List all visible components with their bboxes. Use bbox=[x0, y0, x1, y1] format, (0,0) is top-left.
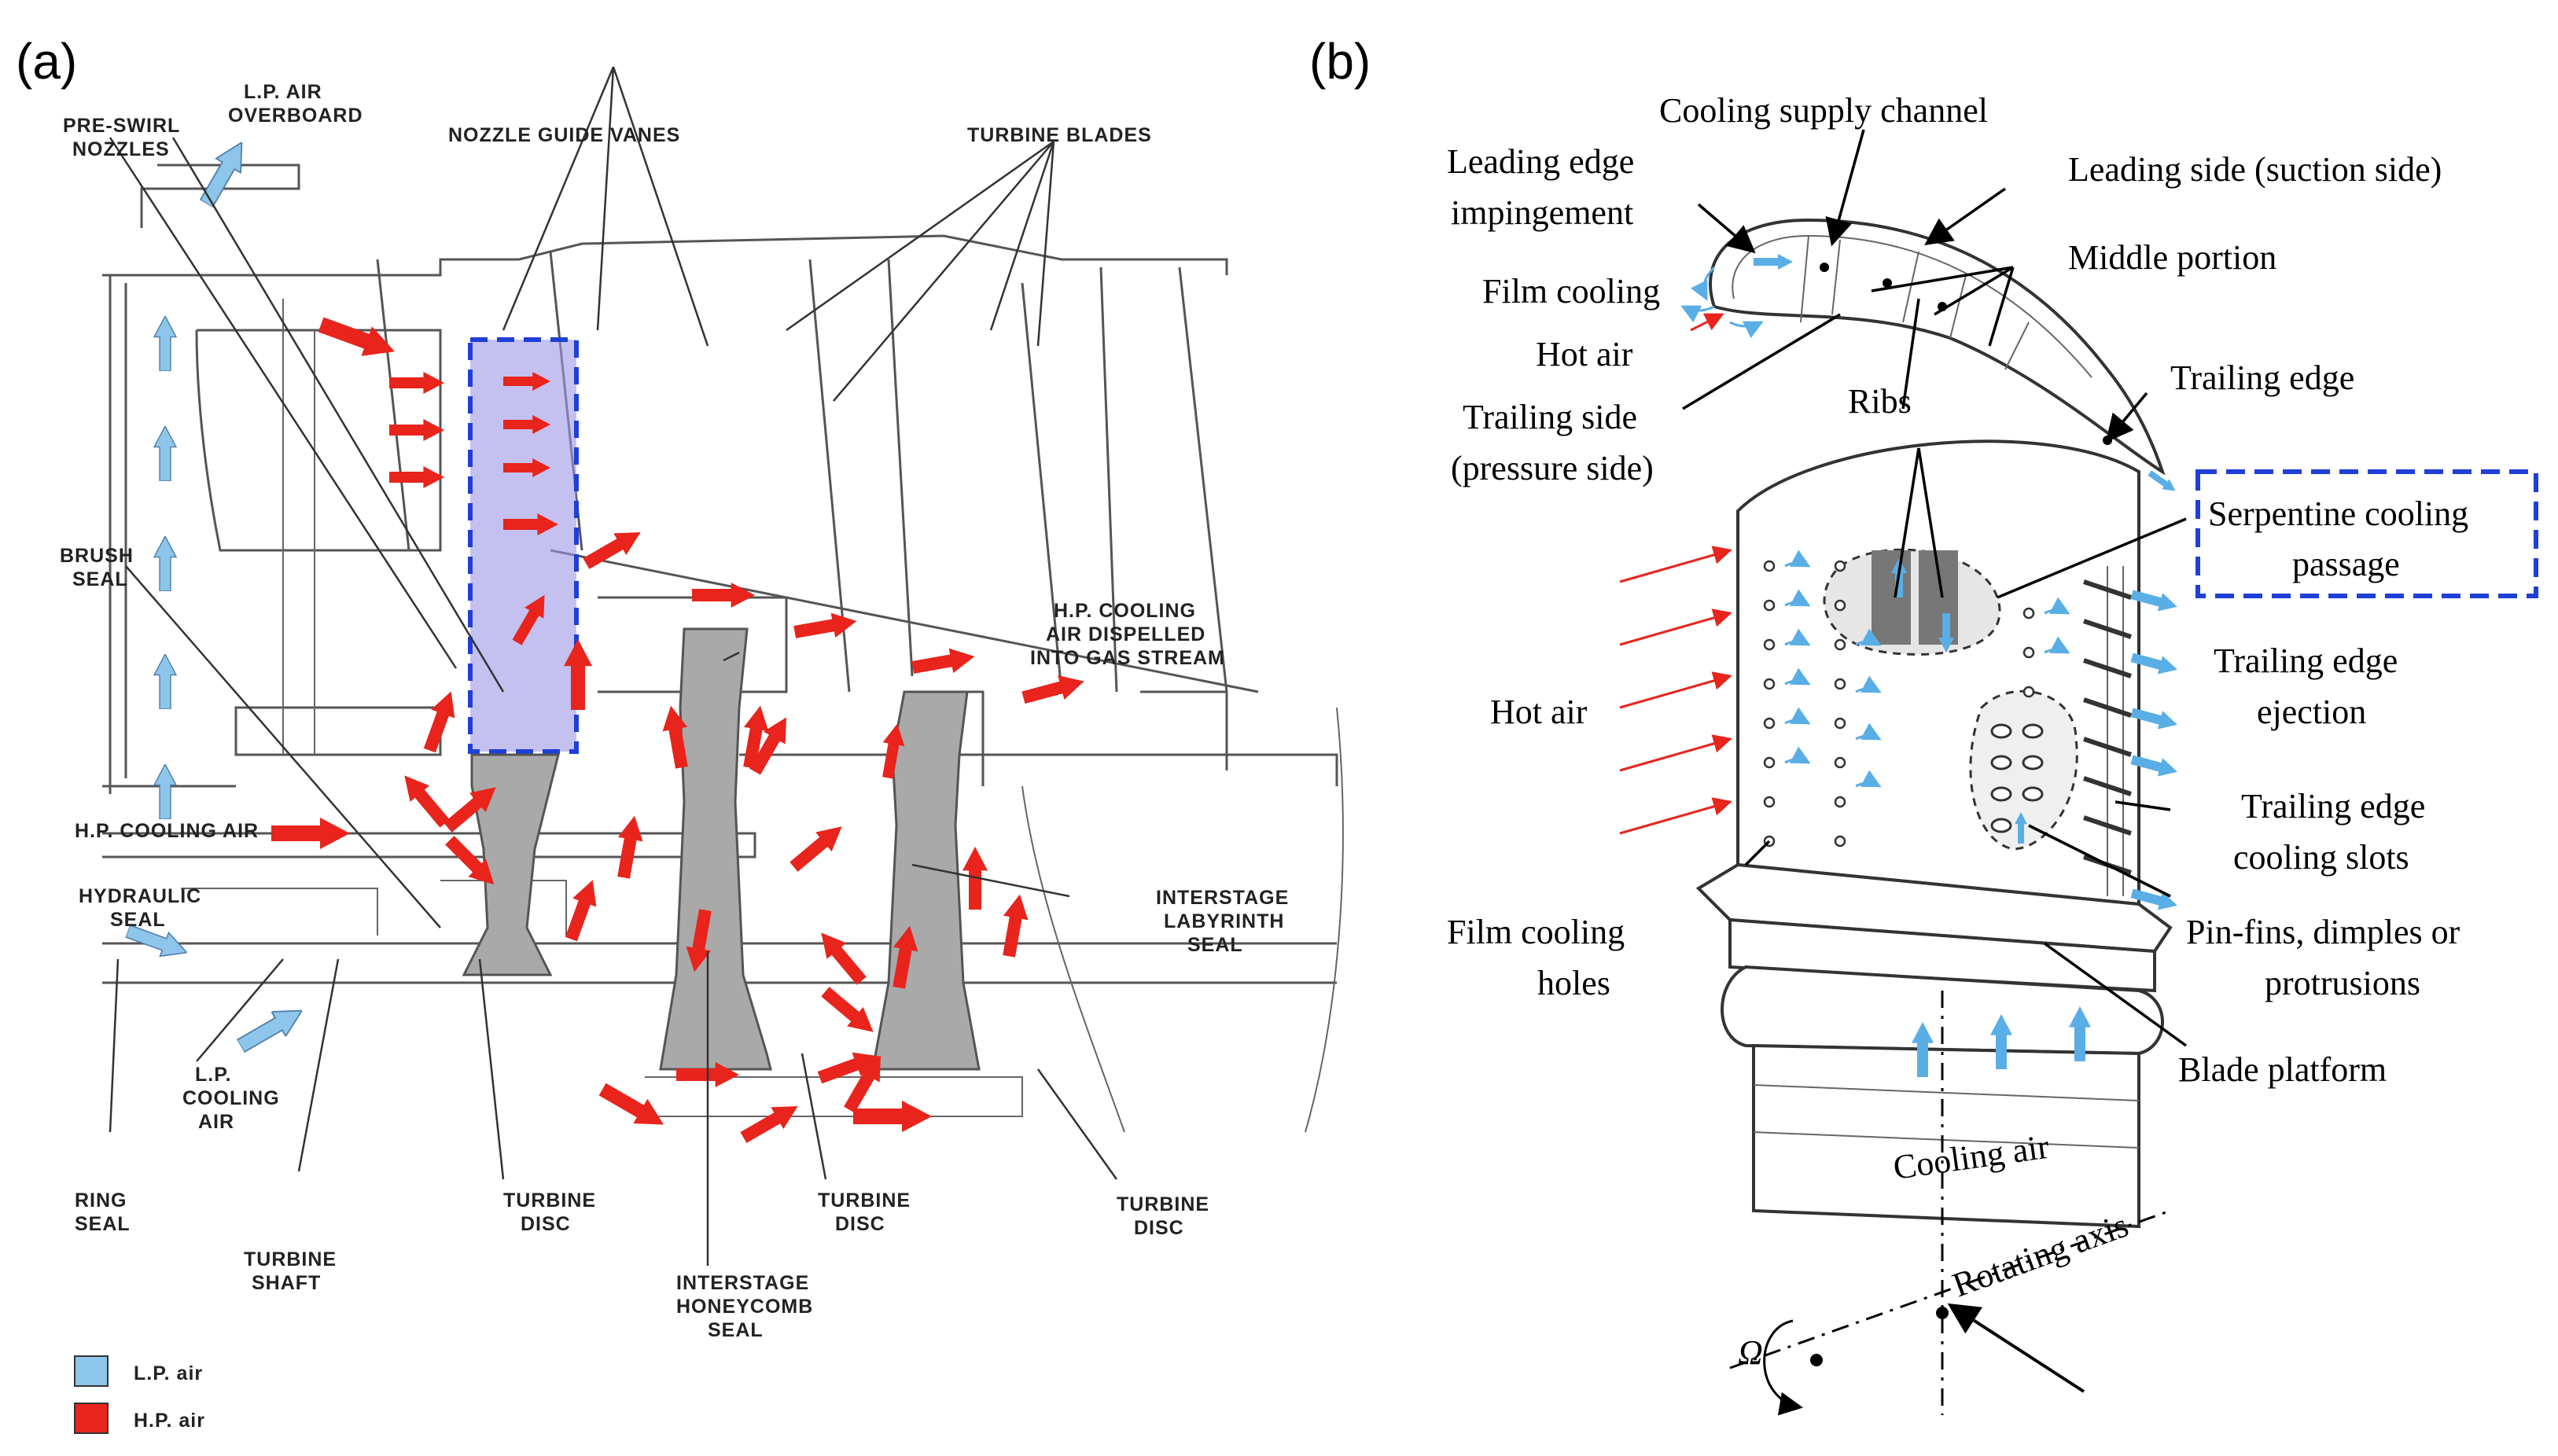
label-te-ejection-1: Trailing edge bbox=[2214, 642, 2398, 680]
label-ring-seal-1: RING bbox=[75, 1189, 127, 1211]
label-ring-seal-2: SEAL bbox=[75, 1213, 131, 1235]
label-hot-air-top: Hot air bbox=[1536, 335, 1633, 373]
label-honeycomb-3: SEAL bbox=[708, 1319, 764, 1341]
label-lp-air-overboard-2: OVERBOARD bbox=[228, 105, 363, 127]
label-pin-fins-2: protrusions bbox=[2265, 964, 2420, 1002]
label-blade-platform: Blade platform bbox=[2178, 1050, 2387, 1089]
label-pin-fins-1: Pin-fins, dimples or bbox=[2186, 913, 2460, 951]
label-hp-dispelled-1: H.P. COOLING bbox=[1054, 600, 1196, 622]
label-hp-cooling-air: H.P. COOLING AIR bbox=[75, 820, 259, 842]
label-film-holes-1: Film cooling bbox=[1447, 913, 1625, 951]
label-brush-seal-2: SEAL bbox=[72, 568, 128, 590]
panel-a-tag: (a) bbox=[16, 33, 77, 90]
label-lp-cooling-1: L.P. bbox=[195, 1064, 232, 1086]
label-interstage-labyrinth-2: LABYRINTH bbox=[1164, 910, 1284, 932]
label-hp-dispelled-3: INTO GAS STREAM bbox=[1030, 647, 1225, 669]
label-nozzle-guide-vanes: NOZZLE GUIDE VANES bbox=[448, 124, 680, 146]
label-hot-air-side: Hot air bbox=[1490, 693, 1588, 731]
label-le-impingement-2: impingement bbox=[1451, 193, 1633, 232]
coolant-lines bbox=[1680, 266, 2070, 788]
label-turbine-disc-1b: DISC bbox=[521, 1213, 571, 1235]
blade-platform-root bbox=[1695, 862, 2173, 1229]
label-turbine-disc-1a: TURBINE bbox=[503, 1189, 596, 1211]
label-interstage-labyrinth-3: SEAL bbox=[1187, 934, 1243, 956]
legend: L.P. air H.P. air bbox=[74, 1355, 205, 1434]
rotating-axis bbox=[1729, 991, 2171, 1416]
label-honeycomb-1: INTERSTAGE bbox=[676, 1272, 809, 1294]
label-film-holes-2: holes bbox=[1537, 964, 1610, 1002]
legend-swatch-lp bbox=[74, 1355, 109, 1387]
hot-air-lines bbox=[1619, 313, 1732, 835]
label-omega: Ω bbox=[1738, 1333, 1763, 1372]
legend-label-hp: H.P. air bbox=[134, 1410, 205, 1432]
label-turbine-disc-3b: DISC bbox=[1134, 1217, 1184, 1239]
label-lp-cooling-2: COOLING bbox=[182, 1087, 280, 1109]
label-turbine-shaft-2: SHAFT bbox=[252, 1272, 321, 1294]
label-hydraulic-seal-2: SEAL bbox=[110, 909, 166, 931]
label-serpentine-1: Serpentine cooling bbox=[2208, 495, 2468, 533]
legend-swatch-hp bbox=[74, 1403, 109, 1434]
serpentine-callout-box bbox=[2195, 469, 2538, 598]
blade-body bbox=[1736, 439, 2140, 906]
label-le-impingement-1: Leading edge bbox=[1447, 142, 1634, 181]
panel-b-tag: (b) bbox=[1309, 33, 1371, 90]
panel-a: (a) bbox=[16, 33, 1344, 1434]
label-hp-dispelled-2: AIR DISPELLED bbox=[1046, 623, 1205, 645]
label-te-slots-1: Trailing edge bbox=[2241, 787, 2425, 825]
label-honeycomb-2: HONEYCOMB bbox=[676, 1296, 813, 1318]
turbine-disc-1-shape bbox=[462, 753, 560, 976]
panel-a-leaders bbox=[109, 66, 1118, 1266]
label-ribs: Ribs bbox=[1848, 382, 1912, 421]
label-turbine-disc-3a: TURBINE bbox=[1117, 1193, 1209, 1215]
label-film-cooling-top: Film cooling bbox=[1482, 272, 1660, 311]
label-trailing-edge: Trailing edge bbox=[2170, 358, 2354, 397]
legend-label-lp: L.P. air bbox=[134, 1362, 203, 1384]
label-brush-seal-1: BRUSH bbox=[60, 545, 134, 567]
panel-a-labels: L.P. AIR OVERBOARD PRE-SWIRL NOZZLES NOZ… bbox=[60, 81, 1289, 1341]
ngv-highlight-region bbox=[468, 337, 579, 754]
label-pre-swirl-1: PRE-SWIRL bbox=[63, 115, 180, 137]
label-turbine-disc-2b: DISC bbox=[835, 1213, 885, 1235]
label-turbine-blades: TURBINE BLADES bbox=[967, 124, 1152, 146]
airfoil-section bbox=[1709, 218, 2166, 476]
label-lp-air-overboard-1: L.P. AIR bbox=[244, 81, 322, 103]
label-te-ejection-2: ejection bbox=[2257, 693, 2366, 731]
label-trailing-side-2: (pressure side) bbox=[1451, 449, 1654, 487]
turbine-disc-2-shape bbox=[659, 627, 772, 1071]
label-hydraulic-seal-1: HYDRAULIC bbox=[79, 885, 201, 907]
label-interstage-labyrinth-1: INTERSTAGE bbox=[1156, 887, 1289, 909]
label-te-slots-2: cooling slots bbox=[2233, 838, 2409, 877]
label-pre-swirl-2: NOZZLES bbox=[72, 138, 170, 160]
label-turbine-disc-2a: TURBINE bbox=[818, 1189, 911, 1211]
label-trailing-side-1: Trailing side bbox=[1463, 398, 1637, 436]
label-lp-cooling-3: AIR bbox=[198, 1111, 234, 1133]
label-serpentine-2: passage bbox=[2292, 545, 2400, 583]
label-middle-portion: Middle portion bbox=[2068, 238, 2276, 277]
label-turbine-shaft-1: TURBINE bbox=[244, 1248, 337, 1270]
engine-cross-section bbox=[102, 164, 1344, 1133]
panel-b-leaders bbox=[1682, 129, 2188, 1047]
panel-b: (b) bbox=[1309, 33, 2538, 1416]
label-cooling-supply-channel: Cooling supply channel bbox=[1659, 91, 1988, 130]
label-leading-side: Leading side (suction side) bbox=[2068, 150, 2442, 189]
